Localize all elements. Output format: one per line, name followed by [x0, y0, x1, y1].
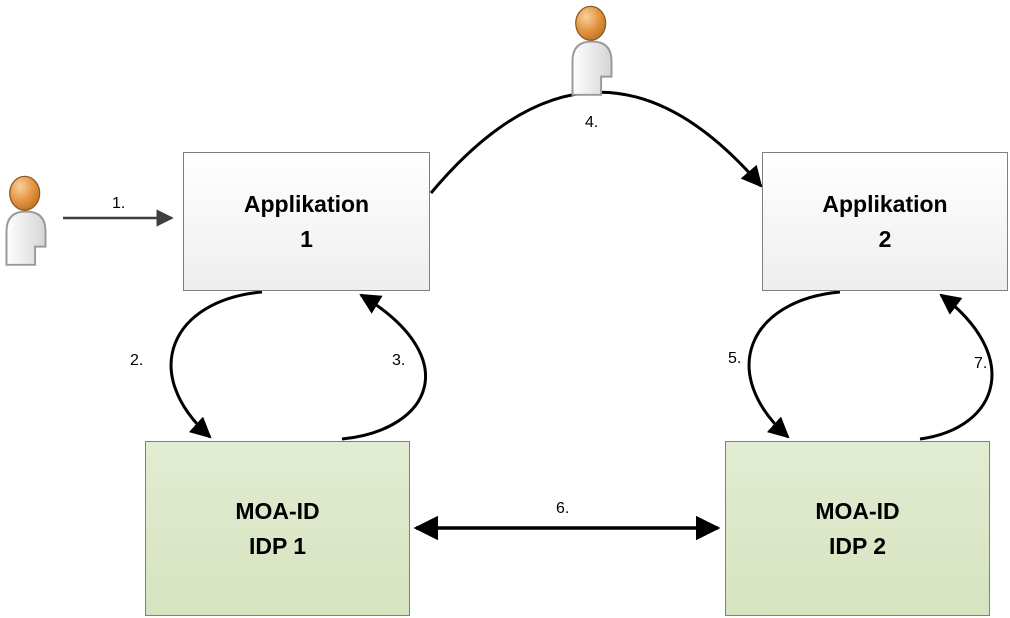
node-applikation-1-line2: 1: [300, 225, 313, 252]
arrow-step-3: [341, 293, 428, 441]
node-moa-id-idp-2-line2: IDP 2: [828, 532, 887, 559]
arrow-step-2: [169, 290, 263, 439]
node-applikation-2: Applikation 2: [762, 152, 1008, 291]
step-label-4: 4.: [585, 114, 599, 131]
node-moa-id-idp-2-line1: MOA-ID: [815, 498, 900, 524]
step-label-1: 1.: [112, 195, 126, 212]
arrow-step-5: [747, 290, 841, 439]
node-applikation-1: Applikation 1: [183, 152, 430, 291]
person-icon-left: [5, 175, 47, 266]
arrow-step-4: [429, 90, 763, 194]
person-icon-top: [571, 5, 613, 96]
step-label-3: 3.: [392, 352, 406, 369]
node-applikation-2-line2: 2: [878, 225, 892, 252]
step-label-2: 2.: [130, 352, 144, 369]
arrow-step-7: [919, 293, 994, 441]
node-moa-id-idp-1-line2: IDP 1: [248, 532, 307, 559]
node-moa-id-idp-1-line1: MOA-ID: [235, 498, 320, 524]
node-applikation-1-line1: Applikation: [243, 191, 370, 217]
step-label-5: 5.: [728, 350, 742, 367]
step-label-6: 6.: [556, 500, 570, 517]
node-moa-id-idp-1: MOA-ID IDP 1: [145, 441, 410, 616]
node-applikation-2-line1: Applikation: [822, 191, 948, 217]
node-moa-id-idp-2: MOA-ID IDP 2: [725, 441, 990, 616]
step-label-7: 7.: [974, 355, 988, 372]
